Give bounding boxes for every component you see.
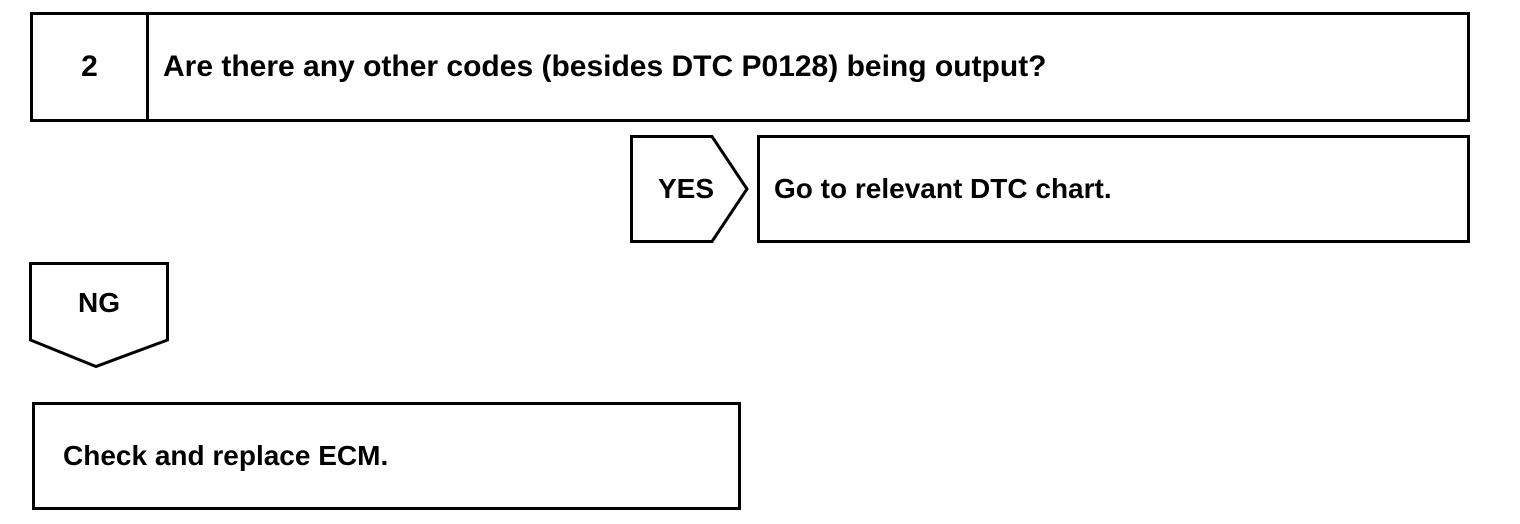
- step-box: 2 Are there any other codes (besides DTC…: [30, 12, 1470, 122]
- step-question: Are there any other codes (besides DTC P…: [163, 50, 1047, 83]
- yes-result-text: Go to relevant DTC chart.: [774, 173, 1112, 204]
- yes-label: YES: [657, 173, 715, 204]
- step-number: 2: [33, 15, 149, 119]
- ng-arrow-shape: [29, 262, 169, 369]
- ng-result-box: Check and replace ECM.: [32, 402, 741, 510]
- yes-result-box: Go to relevant DTC chart.: [757, 135, 1470, 243]
- yes-arrow-shape: [630, 135, 749, 243]
- yes-arrow: [630, 135, 749, 243]
- ng-label: NG: [78, 287, 120, 318]
- ng-result-text: Check and replace ECM.: [63, 440, 389, 471]
- ng-arrow: [29, 262, 169, 369]
